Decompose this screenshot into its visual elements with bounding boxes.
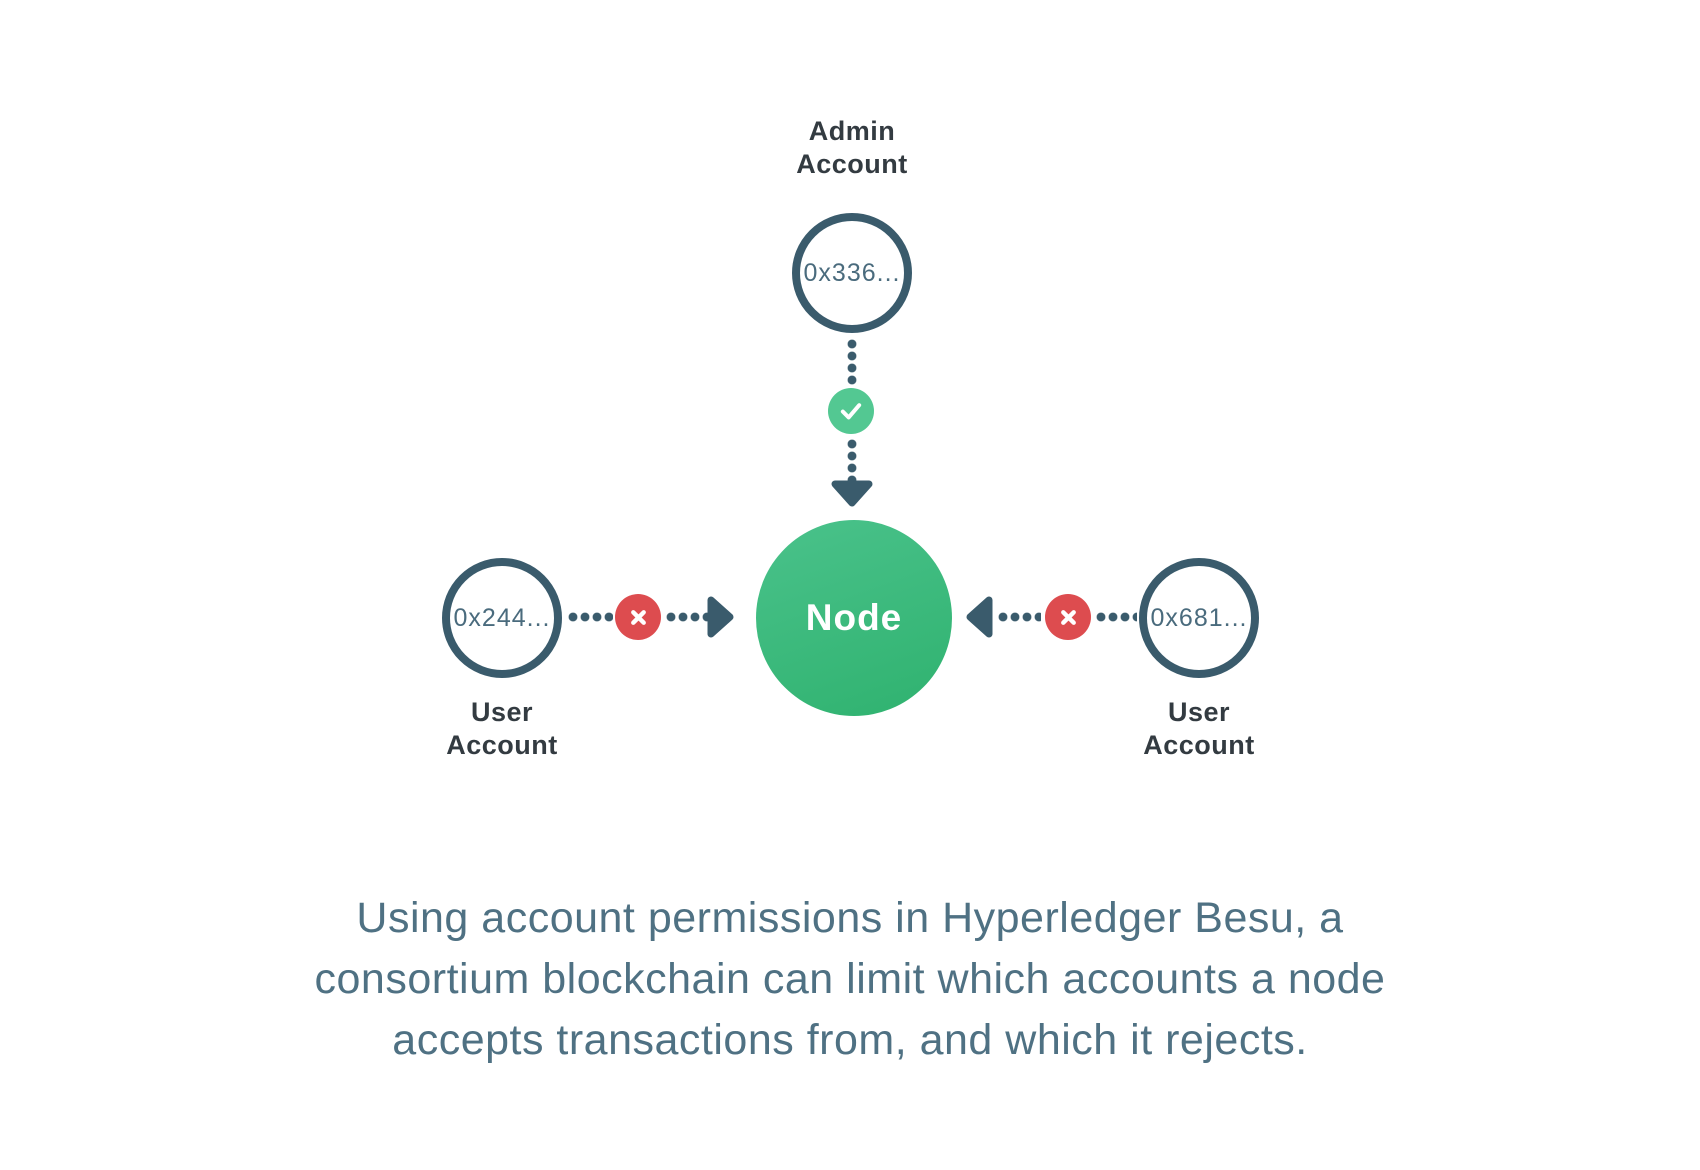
admin-account-address: 0x336... xyxy=(803,258,901,287)
user-left-label: User Account xyxy=(402,696,602,762)
caption-line-1: Using account permissions in Hyperledger… xyxy=(356,894,1344,942)
user-right-flow-dotted-line-outer xyxy=(1095,612,1137,622)
user-right-address: 0x681... xyxy=(1150,603,1248,632)
user-left-circle: 0x244... xyxy=(442,558,562,678)
check-icon xyxy=(828,388,874,434)
admin-account-label: Admin Account xyxy=(752,115,952,181)
user-left-label-line2: Account xyxy=(446,730,558,760)
arrow-down-icon xyxy=(830,480,874,508)
admin-account-label-line1: Admin xyxy=(808,116,896,146)
user-left-flow-dotted-line-outer xyxy=(567,612,613,622)
admin-flow-dotted-line-upper xyxy=(847,338,857,386)
admin-account-circle: 0x336... xyxy=(792,213,912,333)
x-icon-left xyxy=(615,594,661,640)
caption-line-2: consortium blockchain can limit which ac… xyxy=(314,955,1386,1003)
user-right-label: User Account xyxy=(1099,696,1299,762)
admin-flow-dotted-line-lower xyxy=(847,438,857,484)
user-left-label-line1: User xyxy=(470,697,534,727)
arrow-left-icon xyxy=(965,595,993,639)
user-right-flow-dotted-line-inner xyxy=(997,612,1041,622)
node-circle: Node xyxy=(756,520,952,716)
x-icon-right xyxy=(1045,594,1091,640)
user-right-circle: 0x681... xyxy=(1139,558,1259,678)
user-left-flow-dotted-line-inner xyxy=(665,612,709,622)
user-right-label-line2: Account xyxy=(1143,730,1255,760)
user-left-address: 0x244... xyxy=(453,603,551,632)
caption: Using account permissions in Hyperledger… xyxy=(250,888,1450,1071)
arrow-right-icon xyxy=(707,595,735,639)
user-right-label-line1: User xyxy=(1167,697,1231,727)
caption-line-3: accepts transactions from, and which it … xyxy=(392,1016,1308,1064)
admin-account-label-line2: Account xyxy=(796,149,908,179)
node-label: Node xyxy=(805,597,903,638)
